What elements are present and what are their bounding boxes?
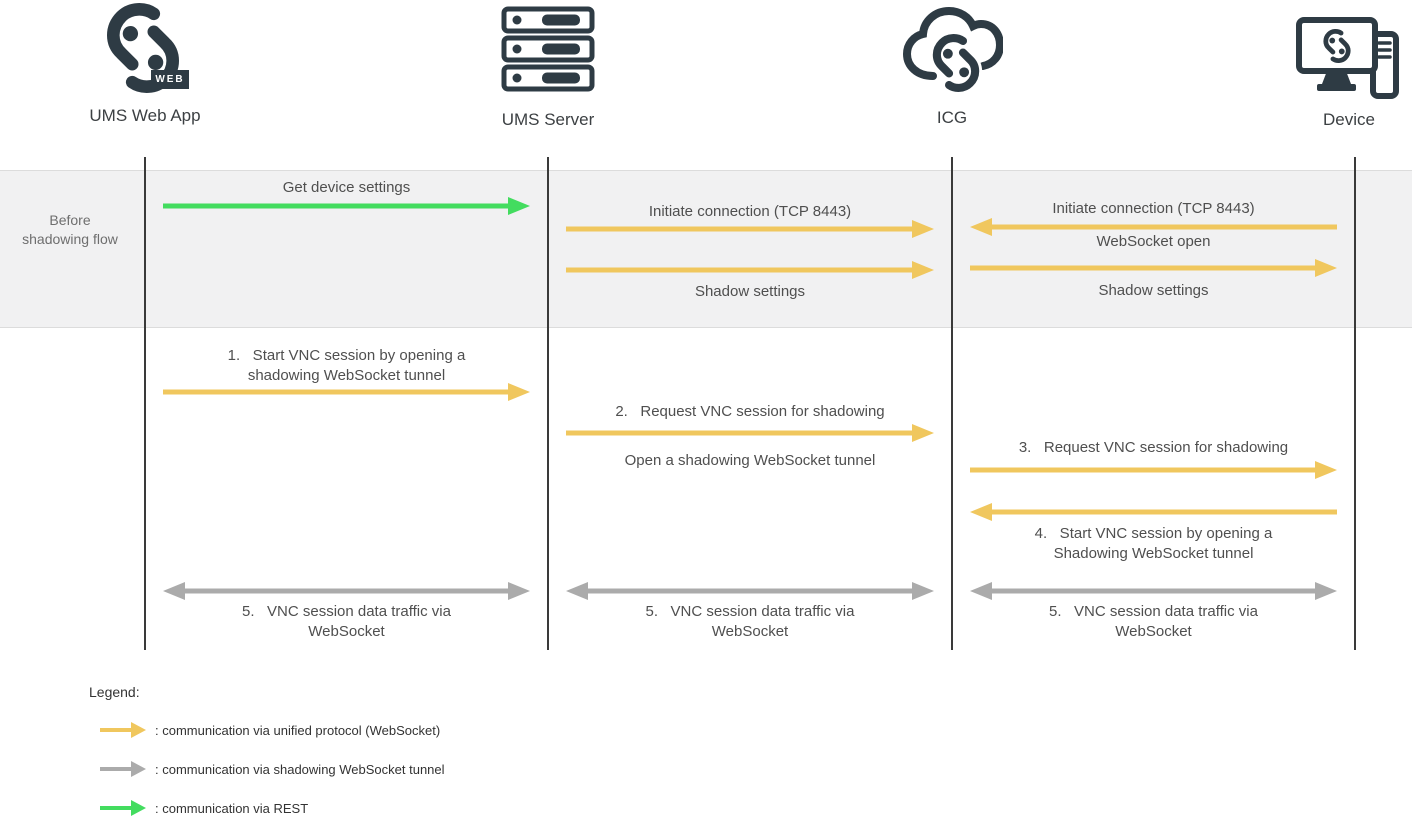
device-monitor-icon xyxy=(1296,17,1399,99)
message-label: 4. Start VNC session by opening a Shadow… xyxy=(1034,525,1273,562)
message-label: 5. VNC session data traffic via WebSocke… xyxy=(1049,603,1258,640)
actor-label-icg: ICG xyxy=(936,108,968,127)
arrowhead-right-icon xyxy=(1315,259,1337,277)
legend-item-shadow: : communication via shadowing WebSocket … xyxy=(100,755,445,783)
message-arrow-unified-right xyxy=(566,423,934,443)
before-shadowing-band xyxy=(0,170,1412,328)
message-label: Initiate connection (TCP 8443) xyxy=(648,203,852,220)
actor-label-ums-server: UMS Server xyxy=(501,110,595,129)
message-arrow-unified-right xyxy=(566,219,934,239)
legend-item-unified: : communication via unified protocol (We… xyxy=(100,716,445,744)
legend-item-label: : communication via shadowing WebSocket … xyxy=(155,761,445,777)
message-label: Open a shadowing WebSocket tunnel xyxy=(624,452,876,469)
legend: : communication via unified protocol (We… xyxy=(100,716,445,828)
arrowhead-left-icon xyxy=(163,582,185,600)
legend-arrow-unified-icon xyxy=(100,722,146,738)
arrowhead-right-icon xyxy=(508,383,530,401)
arrowhead-right-icon xyxy=(912,424,934,442)
message-label: 1. Start VNC session by opening a shadow… xyxy=(227,347,466,384)
message-arrow-unified-left xyxy=(970,502,1337,522)
message-arrow-shadow-both xyxy=(970,581,1337,601)
cloud-logo-icon xyxy=(903,6,1003,96)
arrowhead-left-icon xyxy=(970,218,992,236)
message-label: 3. Request VNC session for shadowing xyxy=(1018,439,1289,456)
message-arrow-shadow-both xyxy=(566,581,934,601)
arrowhead-left-icon xyxy=(970,503,992,521)
message-label: 2. Request VNC session for shadowing xyxy=(615,403,885,420)
legend-item-rest: : communication via REST xyxy=(100,794,445,822)
arrowhead-left-icon xyxy=(566,582,588,600)
legend-title: Legend: xyxy=(89,684,140,700)
message-label: Initiate connection (TCP 8443) xyxy=(1052,200,1255,217)
actor-label-ums-web-app: UMS Web App xyxy=(89,106,201,125)
arrowhead-right-icon xyxy=(508,582,530,600)
legend-item-label: : communication via unified protocol (We… xyxy=(155,722,441,738)
message-label: Get device settings xyxy=(282,179,411,196)
legend-arrow-shadow-icon xyxy=(100,761,146,777)
message-arrow-unified-right xyxy=(566,260,934,280)
message-arrow-rest-right xyxy=(163,196,530,216)
message-label: 5. VNC session data traffic via WebSocke… xyxy=(242,603,451,640)
message-arrow-unified-right xyxy=(970,460,1337,480)
lifeline-icg xyxy=(951,157,953,650)
arrowhead-right-icon xyxy=(1315,461,1337,479)
message-arrow-unified-right xyxy=(970,258,1337,278)
lifeline-device xyxy=(1354,157,1356,650)
message-label: Shadow settings xyxy=(1098,282,1209,299)
message-arrow-shadow-both xyxy=(163,581,530,601)
actor-label-device: Device xyxy=(1323,110,1375,129)
message-label: WebSocket open xyxy=(1096,233,1211,250)
before-shadowing-band-label: Before shadowing flow xyxy=(22,212,118,247)
arrowhead-right-icon xyxy=(912,261,934,279)
web-badge: WEB xyxy=(151,70,189,89)
legend-arrow-rest-icon xyxy=(100,800,146,816)
lifeline-ums-server xyxy=(547,157,549,650)
lifeline-ums-web-app xyxy=(144,157,146,650)
message-arrow-unified-right xyxy=(163,382,530,402)
arrowhead-right-icon xyxy=(912,582,934,600)
arrowhead-right-icon xyxy=(912,220,934,238)
message-label: Shadow settings xyxy=(694,283,806,300)
message-arrow-unified-left xyxy=(970,217,1337,237)
server-stack-icon xyxy=(501,6,595,92)
legend-item-label: : communication via REST xyxy=(155,800,309,816)
message-label: 5. VNC session data traffic via WebSocke… xyxy=(645,603,855,640)
arrowhead-left-icon xyxy=(970,582,992,600)
arrowhead-right-icon xyxy=(1315,582,1337,600)
arrowhead-right-icon xyxy=(508,197,530,215)
